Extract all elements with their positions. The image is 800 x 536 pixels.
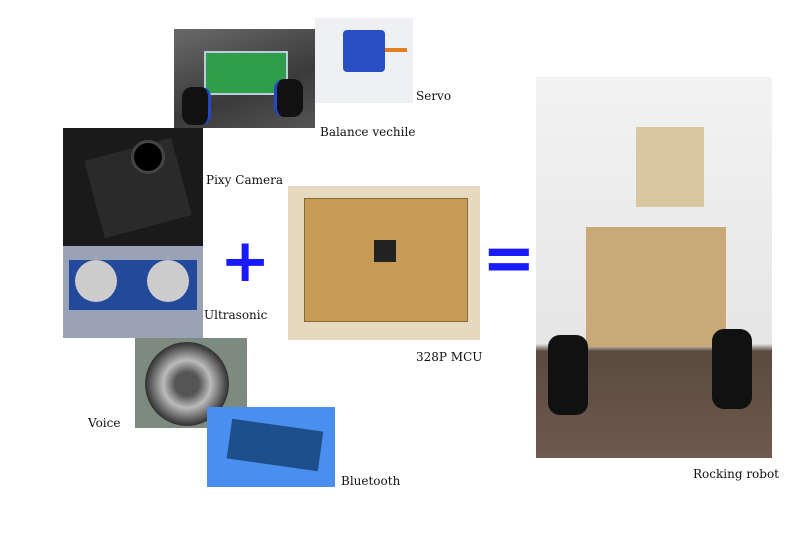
mcu-label: 328P MCU bbox=[416, 350, 483, 364]
pixy-camera-image bbox=[63, 128, 203, 246]
balance-vehicle-image bbox=[174, 29, 315, 128]
rocking-robot-label: Rocking robot bbox=[693, 467, 780, 481]
pixy-camera-label: Pixy Camera bbox=[206, 173, 283, 187]
balance-vehicle-label: Balance vechile bbox=[320, 125, 416, 139]
voice-speaker-image bbox=[135, 338, 247, 428]
bluetooth-label: Bluetooth bbox=[341, 474, 401, 488]
mcu-board-image bbox=[288, 186, 480, 340]
servo-label: Servo bbox=[416, 89, 452, 103]
servo-image bbox=[315, 18, 413, 103]
ultrasonic-image bbox=[63, 246, 203, 338]
bluetooth-module-image bbox=[207, 407, 335, 487]
equals-sign: = bbox=[482, 222, 536, 296]
plus-sign: + bbox=[220, 226, 271, 296]
voice-label: Voice bbox=[88, 416, 121, 430]
rocking-robot-image bbox=[536, 77, 772, 458]
ultrasonic-label: Ultrasonic bbox=[204, 308, 268, 322]
